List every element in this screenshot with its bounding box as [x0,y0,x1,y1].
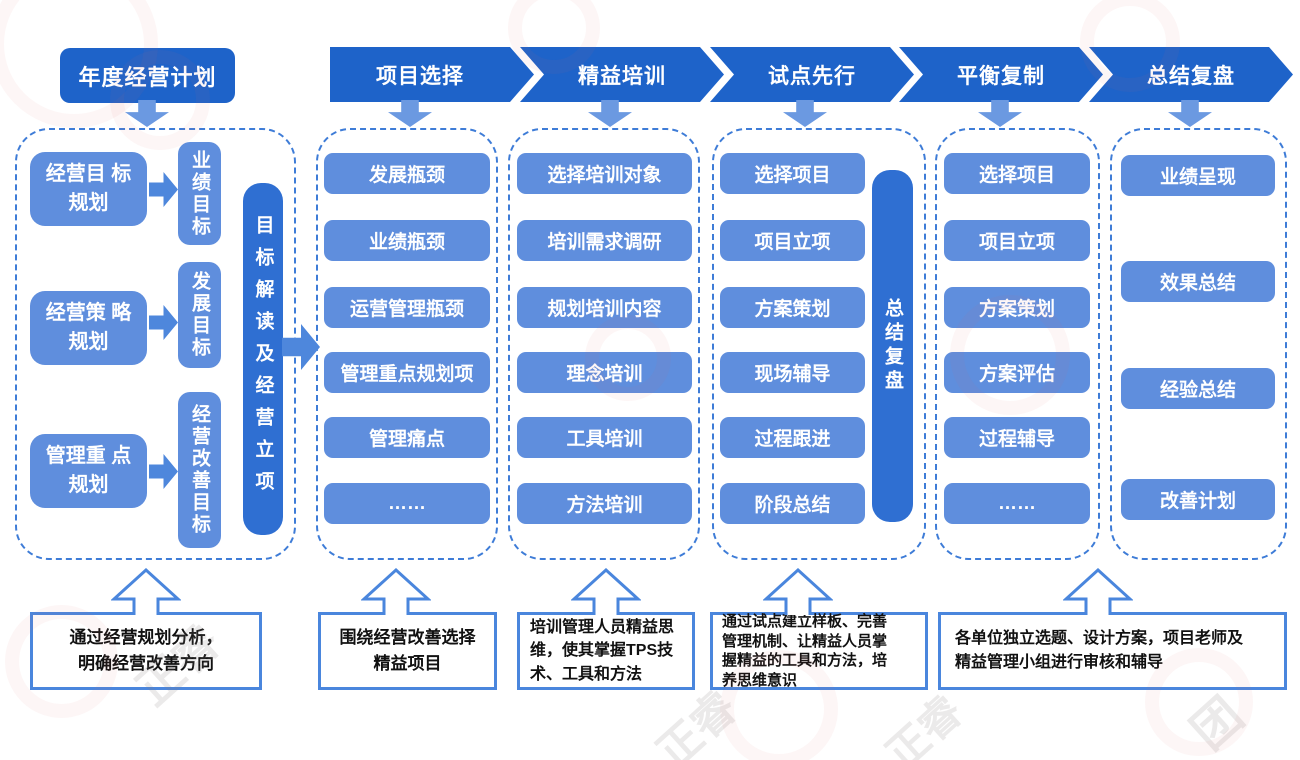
down-arrow-icon [978,100,1022,127]
process-step-box: 方案策划 [720,287,865,328]
watermark-text: 团 [1182,688,1254,760]
phase-banner-pilot-first: 试点先行 [710,47,914,102]
process-step-box: 选择项目 [944,153,1090,194]
process-step-box: 选择项目 [720,153,865,194]
down-arrow-icon [783,100,827,127]
process-step-box: 选择培训对象 [517,153,692,194]
process-step-box: 规划培训内容 [517,287,692,328]
goal-planning-box: 经营目 标规划 [30,152,147,226]
strategy-planning-box: 经营策 略规划 [30,291,147,365]
down-arrow-icon [125,100,169,127]
process-step-box: 发展瓶颈 [324,153,490,194]
down-arrow-icon [1168,100,1212,127]
phase-panel-pilot-first [712,128,926,560]
process-step-box: 过程辅导 [944,417,1090,458]
process-step-box: …… [324,483,490,524]
note-box-balanced-copy: 各单位独立选题、设计方案，项目老师及 精益管理小组进行审核和辅导 [938,612,1287,690]
note-box-planning: 通过经营规划分析， 明确经营改善方向 [30,612,262,690]
process-step-box: 方法培训 [517,483,692,524]
process-step-box: 过程跟进 [720,417,865,458]
performance-goal-box: 业绩目标 [178,142,221,245]
process-step-box: 效果总结 [1121,261,1275,302]
up-arrow-icon [1063,568,1133,615]
process-step-box: 理念培训 [517,352,692,393]
process-step-box: 方案策划 [944,287,1090,328]
note-box-project-selection: 围绕经营改善选择 精益项目 [318,612,497,690]
process-step-box: 管理痛点 [324,417,490,458]
phase-banner-balanced-copy: 平衡复制 [899,47,1103,102]
process-step-box: 方案评估 [944,352,1090,393]
annual-plan-banner: 年度经营计划 [60,48,235,103]
process-step-box: 业绩瓶颈 [324,220,490,261]
note-box-pilot-first: 通过试点建立样板、完善 管理机制、让精益人员掌 握精益的工具和方法，培 养思维意… [710,612,928,690]
process-step-box: 项目立项 [944,220,1090,261]
process-step-box: 运营管理瓶颈 [324,287,490,328]
up-arrow-icon [361,568,431,615]
development-goal-box: 发展目标 [178,262,221,368]
phase-banner-review: 总结复盘 [1089,47,1293,102]
improvement-goal-box: 经营改善目标 [178,392,221,548]
phase-banner-project-selection: 项目选择 [330,47,534,102]
process-step-box: 现场辅导 [720,352,865,393]
up-arrow-icon [111,568,181,615]
priority-planning-box: 管理重 点规划 [30,434,147,508]
phase-panel-balanced-copy [935,128,1100,560]
process-step-box: …… [944,483,1090,524]
process-step-box: 阶段总结 [720,483,865,524]
up-arrow-icon [763,568,833,615]
goal-decode-bar: 目标解读及经营立项 [243,183,283,535]
phase-panel-lean-training [508,128,700,560]
process-step-box: 工具培训 [517,417,692,458]
process-step-box: 管理重点规划项 [324,352,490,393]
process-step-box: 项目立项 [720,220,865,261]
phase-banner-lean-training: 精益培训 [520,47,724,102]
down-arrow-icon [588,100,632,127]
down-arrow-icon [388,100,432,127]
process-step-box: 培训需求调研 [517,220,692,261]
watermark-text: 正睿 [877,687,971,760]
up-arrow-icon [571,568,641,615]
summary-review-bar: 总结复盘 [872,170,913,522]
process-step-box: 改善计划 [1121,479,1275,520]
process-step-box: 业绩呈现 [1121,155,1275,196]
note-box-lean-training: 培训管理人员精益思 维，使其掌握TPS技 术、工具和方法 [517,612,695,690]
process-step-box: 经验总结 [1121,368,1275,409]
phase-panel-review [1110,128,1287,560]
